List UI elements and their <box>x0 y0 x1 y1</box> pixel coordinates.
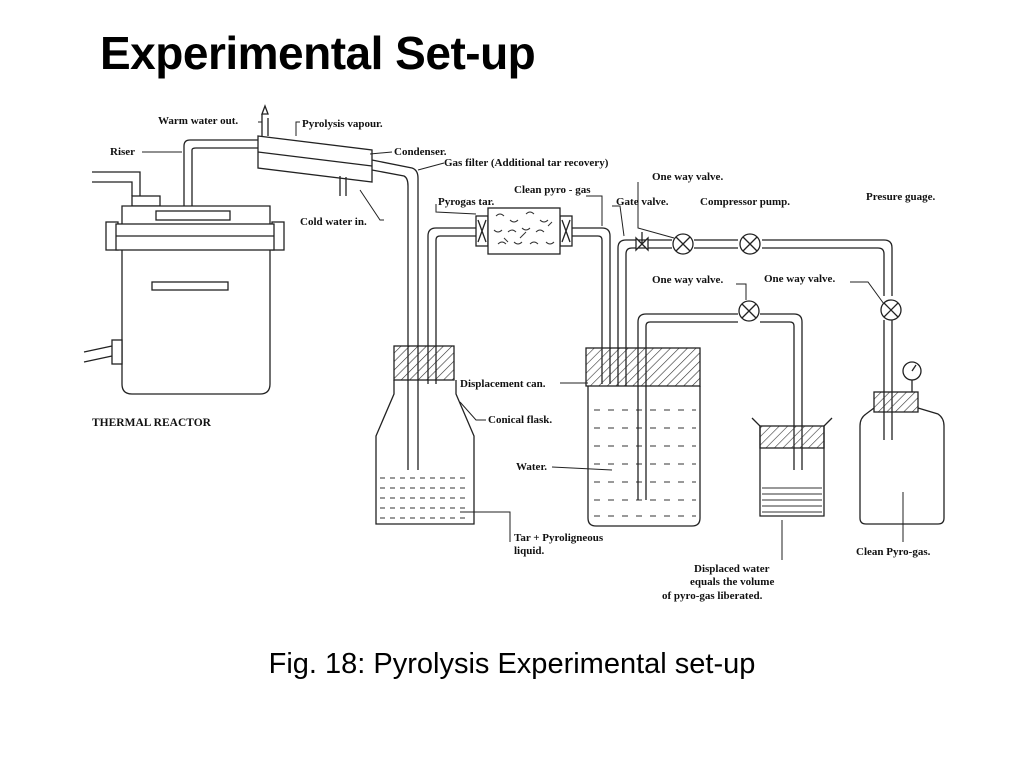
label-pyrogas-tar: Pyrogas tar. <box>438 196 494 208</box>
leader-lines <box>142 121 904 560</box>
label-condenser: Condenser. <box>394 146 447 158</box>
gate-valve[interactable] <box>635 232 649 252</box>
label-one-way-valve-top: One way valve. <box>652 171 723 183</box>
label-compressor-pump: Compressor pump. <box>700 196 790 208</box>
displacement-can <box>585 239 738 527</box>
label-tar-liquid-1: Tar + Pyroligneous <box>514 532 604 544</box>
one-way-valve-right[interactable] <box>880 299 902 321</box>
one-way-valve-left[interactable] <box>738 300 760 322</box>
gas-filter <box>475 207 611 384</box>
label-riser: Riser <box>110 146 135 158</box>
label-gate-valve: Gate valve. <box>616 196 669 208</box>
one-way-valve-top[interactable] <box>672 233 694 255</box>
label-pressure-gauge: Presure guage. <box>866 191 935 203</box>
condenser <box>257 104 419 470</box>
label-gas-filter: Gas filter (Additional tar recovery) <box>444 157 609 169</box>
slide-title: Experimental Set-up <box>100 27 536 79</box>
thermal-reactor <box>83 139 285 395</box>
label-displaced-water-3: of pyro-gas liberated. <box>662 590 763 602</box>
label-displacement-can: Displacement can. <box>460 378 546 390</box>
conical-flask <box>375 227 476 525</box>
clean-gas-bottle <box>859 361 945 525</box>
label-clean-pyro-gas: Clean Pyro-gas. <box>856 546 931 558</box>
label-clean-pyro-gas-pipe: Clean pyro - gas <box>514 184 591 196</box>
figure-caption: Fig. 18: Pyrolysis Experimental set-up <box>268 648 756 680</box>
gas-line <box>694 239 893 296</box>
label-tar-liquid-2: liquid. <box>514 545 545 557</box>
displaced-water-beaker <box>751 417 833 517</box>
label-cold-water-in: Cold water in. <box>300 216 367 228</box>
label-one-way-valve-right: One way valve. <box>764 273 835 285</box>
compressor-pump[interactable] <box>739 233 761 255</box>
label-one-way-valve-left: One way valve. <box>652 274 723 286</box>
label-warm-water-out: Warm water out. <box>158 115 238 127</box>
label-conical-flask: Conical flask. <box>488 414 552 426</box>
label-displaced-water-1: Displaced water <box>694 563 770 575</box>
label-water: Water. <box>516 461 547 473</box>
label-pyrolysis-vapour: Pyrolysis vapour. <box>302 118 383 130</box>
label-displaced-water-2: equals the volume <box>690 576 774 588</box>
label-thermal-reactor: THERMAL REACTOR <box>92 417 212 429</box>
